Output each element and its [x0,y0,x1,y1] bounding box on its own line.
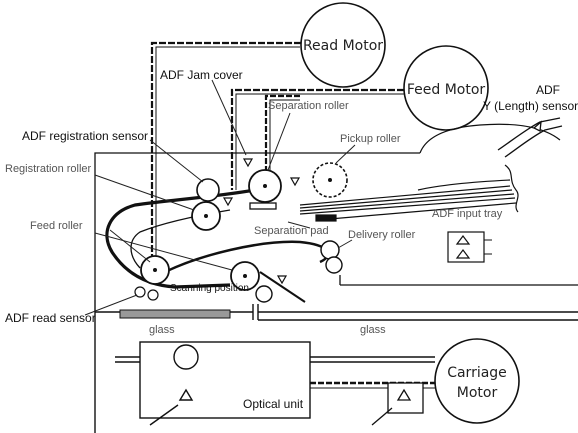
registration-roller-label: Registration roller [5,163,92,175]
separation-pad-label: Separation pad [254,225,329,237]
feed-motor-drive-belt [230,88,404,190]
feed-roller-left [140,255,170,285]
separation-pad [249,202,277,210]
read-motor-label: Read Motor [303,38,383,54]
optical-unit [115,341,435,426]
adf-housing [94,152,578,300]
scanning-position-label: Scanning position [170,283,249,294]
adf-input-tray-label: ADF input tray [432,208,503,220]
adf-jam-cover-marker [242,158,254,168]
feed-roller-label: Feed roller [30,220,83,232]
adf-registration-roller-upper [196,178,220,202]
carriage-motor-label-line1: Carriage [447,365,507,381]
adf-read-sensor-label: ADF read sensor [5,311,96,325]
delivery-roller [320,240,343,274]
registration-sensor-marker [222,197,234,207]
paper-exit-path [259,271,306,303]
carriage-motor-label-line2: Motor [457,385,498,401]
pickup-sensor-marker [289,177,301,187]
y-length-sensor-label: Y (Length) sensor [483,99,578,113]
adf-registration-sensor-label: ADF registration sensor [22,129,148,143]
carriage-home-sensor [371,382,424,426]
feed-motor-label: Feed Motor [407,82,486,98]
optical-unit-label: Optical unit [243,397,304,411]
delivery-roller-label: Delivery roller [348,229,416,241]
pickup-roller-label: Pickup roller [340,133,401,145]
adf-read-sensor-shape [134,286,159,301]
read-motor-circle [300,2,386,88]
pickup-roller [312,162,348,198]
glass-right-label: glass [360,324,386,336]
feed-roller-right [230,261,260,291]
delivery-sensor-marker [276,275,288,285]
separation-roller-label: Separation roller [268,100,349,112]
glass-left-strip [119,309,231,319]
feed-motor-circle [403,45,489,131]
glass-left-label: glass [149,324,175,336]
adf-jam-cover-label: ADF Jam cover [160,68,243,82]
read-motor-drive-belt [150,41,301,262]
adf-input-tray [299,123,561,222]
feed-roller-right-pinch [255,285,273,303]
carriage-motor-circle [434,338,520,424]
separation-roller [248,169,282,203]
adf-label: ADF [536,83,560,97]
leader-lines [84,79,356,316]
y-length-sensor [497,117,563,158]
document-sensor-box [447,231,492,263]
registration-roller [191,201,221,231]
